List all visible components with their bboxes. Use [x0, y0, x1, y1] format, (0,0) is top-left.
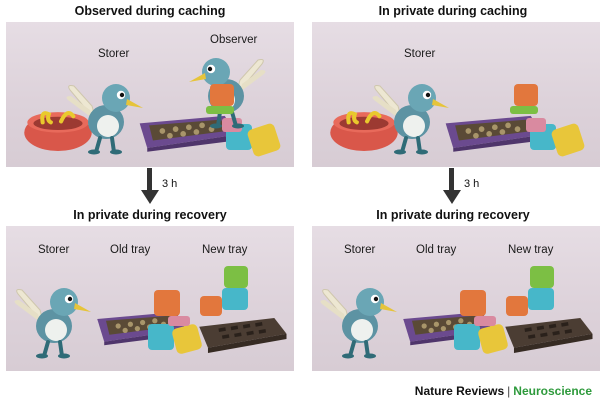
label-storer: Storer [38, 244, 70, 256]
caching-tray-icon [139, 115, 237, 152]
cube-icon [247, 123, 281, 157]
cube-icon [206, 106, 234, 114]
cube-icon [510, 106, 538, 114]
cube-icon [551, 123, 585, 157]
label-storer: Storer [404, 48, 436, 60]
label-observer: Observer [210, 34, 258, 46]
down-arrow-icon [141, 168, 159, 204]
panel-recovery-observed: Storer Old tray New tray [6, 226, 294, 371]
cube-icon [526, 118, 546, 132]
cube-icon [224, 266, 248, 288]
cache-bowl-icon [24, 112, 91, 151]
cube-icon [474, 316, 496, 326]
cube-icon [148, 324, 174, 350]
cube-icon [454, 324, 480, 350]
cube-icon [528, 288, 554, 310]
storer-bird-icon [320, 286, 399, 360]
interval-label: 3 h [162, 178, 178, 190]
label-old-tray: Old tray [416, 244, 457, 256]
journal-name: Nature Reviews [414, 384, 505, 398]
panel-observed-caching: Storer Observer [6, 22, 294, 167]
cube-icon [478, 324, 508, 354]
panel-recovery-private: Storer Old tray New tray [312, 226, 600, 371]
label-storer: Storer [98, 48, 130, 60]
storer-bird-icon [14, 286, 93, 360]
label-new-tray: New tray [202, 244, 248, 256]
heading-private-recovery-left: In private during recovery [73, 208, 227, 222]
interval-label: 3 h [464, 178, 480, 190]
cube-icon [506, 296, 528, 316]
new-tray-icon [199, 318, 287, 353]
new-tray-icon [505, 318, 593, 353]
cube-icon [222, 288, 248, 310]
credit-separator: | [507, 384, 511, 398]
heading-observed-caching: Observed during caching [74, 4, 226, 18]
label-new-tray: New tray [508, 244, 554, 256]
panel-private-caching: Storer [312, 22, 600, 167]
time-arrow-left: 3 h [140, 168, 200, 208]
cube-icon [168, 316, 190, 326]
cube-icon [514, 84, 538, 106]
cube-icon [154, 290, 180, 316]
label-old-tray: Old tray [110, 244, 151, 256]
cube-icon [530, 266, 554, 288]
time-arrow-right: 3 h [442, 168, 502, 208]
label-storer: Storer [344, 244, 376, 256]
heading-private-caching: In private during caching [378, 4, 528, 18]
cube-icon [200, 296, 222, 316]
cube-icon [222, 118, 242, 132]
cube-icon [210, 84, 234, 106]
down-arrow-icon [443, 168, 461, 204]
cache-bowl-icon [330, 112, 397, 151]
journal-credit: Nature Reviews|Neuroscience [415, 384, 592, 398]
cube-icon [460, 290, 486, 316]
cube-icon [172, 324, 202, 354]
heading-private-recovery-right: In private during recovery [376, 208, 530, 222]
journal-section: Neuroscience [513, 384, 592, 398]
